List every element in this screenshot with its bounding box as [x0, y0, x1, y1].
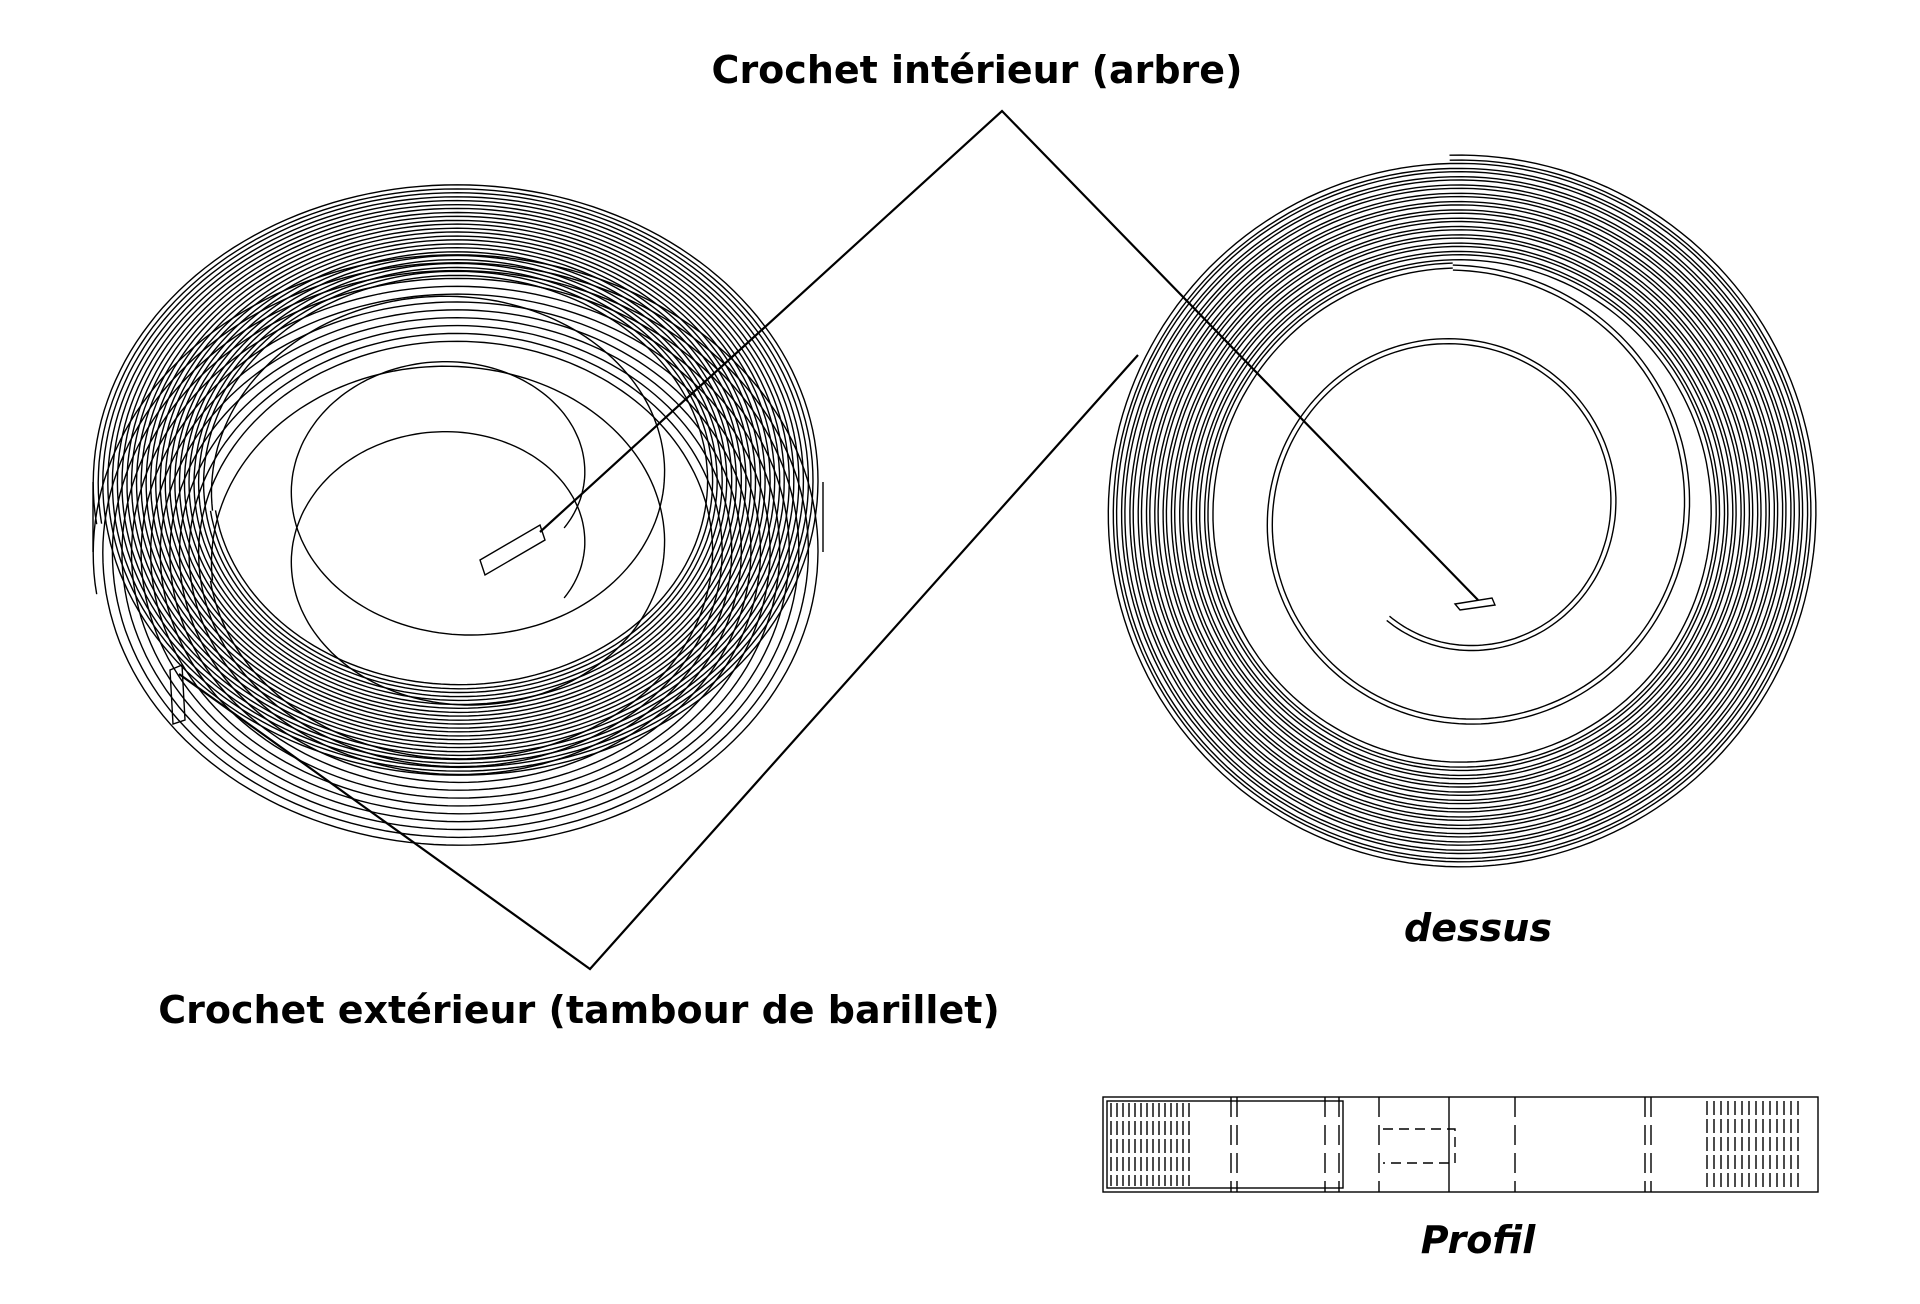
inner-hook-leader	[539, 109, 1479, 601]
top-view-spring	[1107, 154, 1817, 868]
outer-coil-pack-inner-edge	[1112, 159, 1812, 863]
free-coil	[1266, 264, 1691, 725]
leader-lines	[178, 109, 1479, 971]
outer-coil-pack	[1107, 154, 1817, 868]
profile-hook-hidden	[1383, 1128, 1456, 1164]
profile-inner-outline	[1106, 1100, 1344, 1189]
iso-outer-hook	[169, 663, 186, 725]
inner-hook-label: Crochet intérieur (arbre)	[711, 48, 1243, 92]
outer-hook-leader	[178, 354, 1139, 971]
profile-view-spring	[1102, 1096, 1819, 1193]
profile-view-label: Profil	[1420, 1218, 1536, 1262]
coil-pack-top-inner-edge	[97, 188, 814, 772]
iso-free-coil	[210, 295, 666, 636]
inner-hook	[1453, 597, 1497, 611]
free-coil-inner-edge	[1271, 269, 1686, 720]
isometric-view-spring	[92, 184, 824, 846]
iso-inner-hook	[479, 523, 546, 577]
profile-outline	[1102, 1096, 1819, 1193]
iso-free-coil-bottom	[210, 365, 666, 706]
top-view-label: dessus	[1404, 906, 1552, 950]
outer-hook-label: Crochet extérieur (tambour de barillet)	[158, 988, 1000, 1032]
